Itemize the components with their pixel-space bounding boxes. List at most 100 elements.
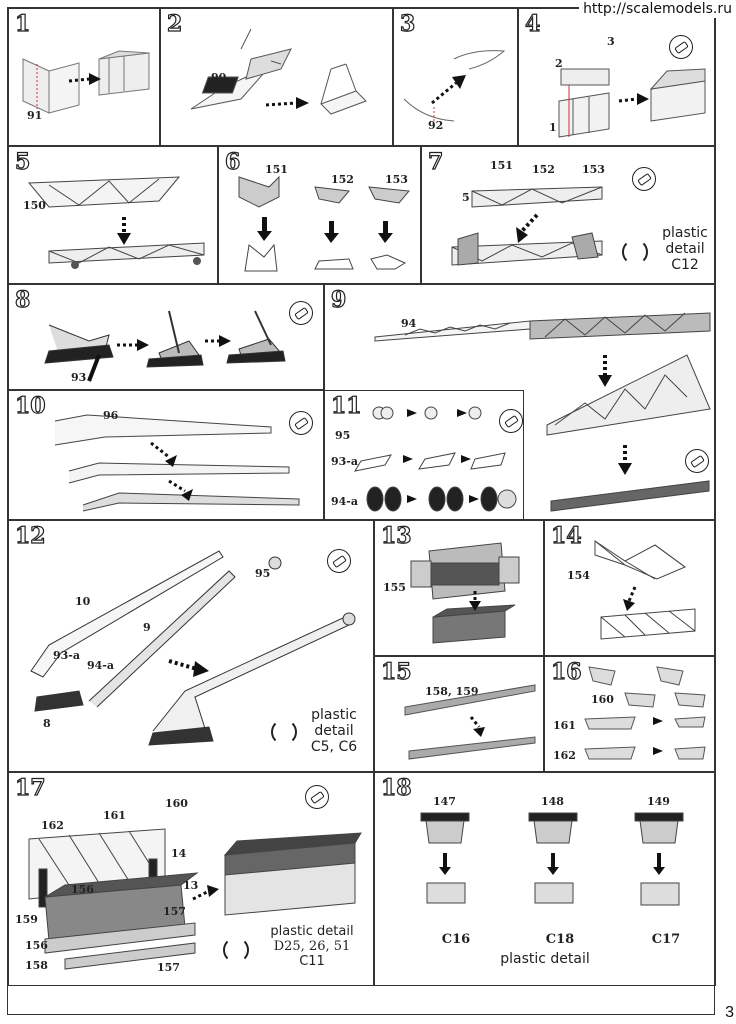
part-label: 151 (490, 159, 513, 172)
step-number: 14 (550, 522, 582, 549)
part-label: 162 (553, 749, 576, 762)
step-10-drawing (54, 414, 300, 512)
note-line: C12 (671, 257, 699, 274)
glue-icon (499, 409, 523, 433)
step-number: 12 (14, 522, 46, 549)
step-17-drawing (28, 828, 362, 970)
part-label: 158, 159 (425, 685, 479, 698)
plastic-detail-note: plastic detail (500, 951, 590, 967)
step-number: 13 (380, 522, 412, 549)
step-13-drawing (410, 542, 520, 644)
step-1-drawing (22, 50, 150, 114)
glue-icon (289, 301, 313, 325)
step-8-panel: 8 93 (8, 284, 324, 390)
step-number: 1 (14, 10, 31, 37)
step-11-panel: 11 95 93-a 94-a (324, 390, 524, 520)
note-line: D25, 26, 51 (273, 938, 351, 954)
part-label: 147 (433, 795, 456, 808)
part-label: 152 (532, 163, 555, 176)
glue-icon (685, 449, 709, 473)
step-4-panel: 4 1 2 3 (518, 8, 716, 146)
step-13-panel: 13 155 (374, 520, 544, 656)
step-number: 7 (427, 148, 444, 175)
note-line: detail (665, 241, 705, 258)
watermark-url: http://scalemodels.ru (579, 0, 736, 18)
part-label: 156 (25, 939, 48, 952)
plastic-detail-note: plastic detail C12 (656, 225, 714, 273)
step-15-drawing (404, 684, 536, 760)
step-number: 2 (166, 10, 183, 37)
step-5-panel: 5 150 (8, 146, 218, 284)
part-label: 2 (555, 57, 563, 70)
glue-icon (327, 549, 351, 573)
note-line: plastic (662, 225, 708, 241)
part-label: 153 (385, 173, 408, 186)
step-9-drawing (374, 312, 711, 512)
part-label: 90 (211, 71, 227, 84)
part-label: 94-a (331, 495, 359, 508)
step-number: 5 (14, 148, 31, 175)
part-label: 14 (171, 847, 187, 860)
part-label: 1 (549, 121, 557, 134)
cycle-icon (271, 719, 297, 745)
step-number: 17 (14, 774, 46, 801)
part-label: 160 (165, 797, 188, 810)
step-3-drawing (403, 50, 506, 122)
code-label: C16 (441, 932, 471, 947)
step-number: 18 (380, 774, 412, 801)
step-16-drawing (584, 666, 706, 760)
step-6-panel: 6 151 152 153 (218, 146, 421, 284)
step-number: 8 (14, 286, 31, 313)
note-line: C5, C6 (310, 739, 358, 756)
code-label: C17 (651, 932, 681, 947)
part-label: 92 (428, 119, 444, 132)
step-15-panel: 15 158, 159 (374, 656, 544, 772)
step-11-drawing (353, 406, 517, 512)
step-5-drawing (27, 176, 205, 269)
part-label: 94-a (87, 659, 115, 672)
step-number: 6 (224, 148, 241, 175)
step-number: 10 (14, 392, 46, 419)
part-label: 151 (265, 163, 288, 176)
part-label: 153 (582, 163, 605, 176)
step-17-panel: 17 162 161 160 14 156 13 159 1 (8, 772, 374, 986)
step-9-panel: 9 94 (324, 284, 716, 520)
plastic-detail-note: plastic detail C5, C6 (303, 707, 365, 755)
step-10-panel: 10 96 (8, 390, 324, 520)
step-number: 11 (330, 392, 362, 419)
note-line: plastic detail (270, 924, 354, 939)
cycle-icon (622, 239, 648, 265)
step-14-panel: 14 154 (544, 520, 716, 656)
step-2-panel: 2 90 (160, 8, 393, 146)
step-18-drawing (420, 812, 684, 906)
part-label: 8 (43, 717, 51, 730)
part-label: 96 (103, 409, 119, 422)
step-number: 3 (399, 10, 416, 37)
part-label: 156 (71, 883, 94, 896)
instruction-sheet: 1 91 2 (7, 7, 716, 1015)
step-2-drawing (190, 28, 367, 115)
step-number: 4 (524, 10, 541, 37)
part-label: 162 (41, 819, 64, 832)
plastic-detail-note: plastic detail D25, 26, 51 C11 (255, 924, 369, 970)
part-label: 160 (591, 693, 614, 706)
code-label: C18 (545, 932, 575, 947)
step-16-panel: 16 160 161 162 (544, 656, 716, 772)
part-label: 159 (15, 913, 38, 926)
step-number: 9 (330, 286, 347, 313)
part-label: 157 (163, 905, 186, 918)
part-label: 154 (567, 569, 590, 582)
part-label: 161 (553, 719, 576, 732)
step-3-panel: 3 92 (393, 8, 518, 146)
part-label: 93 (71, 371, 87, 384)
step-number: 15 (380, 658, 412, 685)
note-line: detail (314, 723, 354, 740)
part-label: 91 (27, 109, 43, 122)
part-label: 5 (462, 191, 470, 204)
part-label: 3 (607, 35, 615, 48)
glue-icon (669, 35, 693, 59)
step-7-drawing (451, 186, 603, 266)
part-label: 157 (157, 961, 180, 974)
part-label: 161 (103, 809, 126, 822)
part-label: 155 (383, 581, 406, 594)
